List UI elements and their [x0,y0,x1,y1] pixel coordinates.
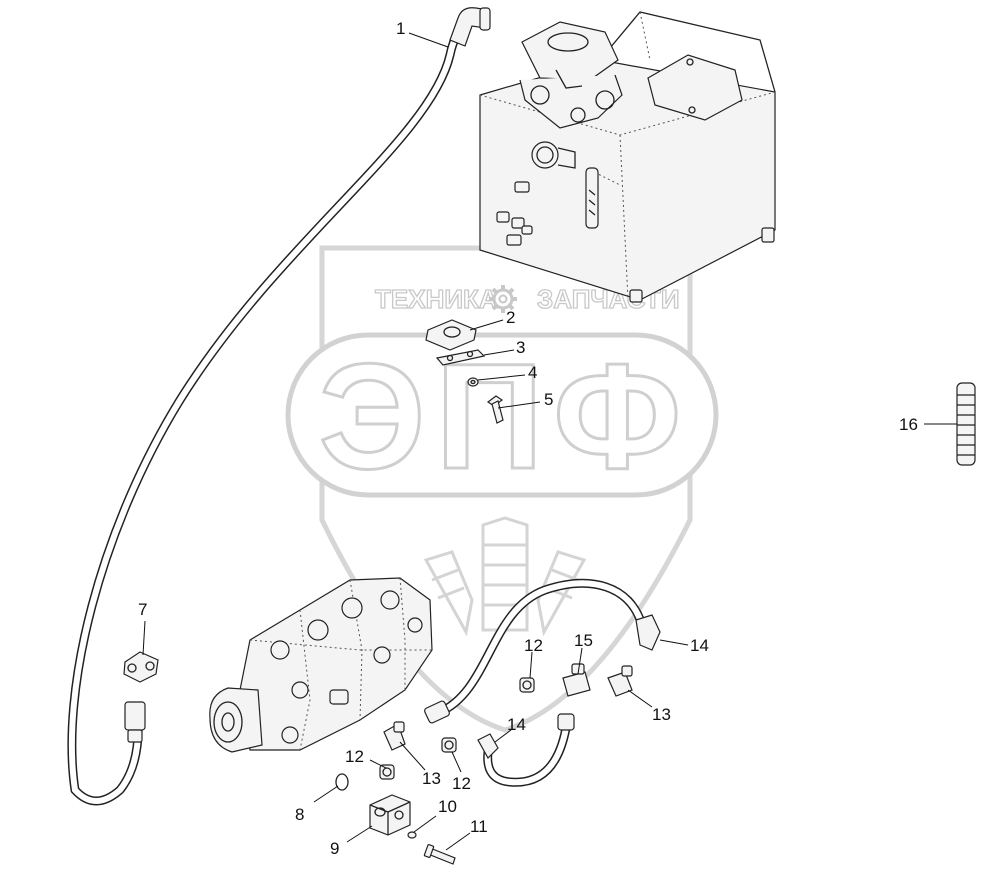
part-10-washer [407,831,417,839]
callout-14-b: 14 [507,715,526,734]
fitting-12-c [441,737,457,753]
part-2-flange-clamp [425,319,477,351]
callout-13-a: 13 [652,705,671,724]
tank-pressure-gauge [531,141,576,169]
part-7-hose-clamp [123,651,159,683]
tank-sight-glass [585,167,599,229]
callout-5: 5 [544,390,553,409]
watermark-logo: ЭПФ [319,332,692,500]
callout-2: 2 [506,308,515,327]
callout-12-a: 12 [524,636,543,655]
callout-10: 10 [438,797,457,816]
gear-icon [489,285,517,313]
callout-15: 15 [574,631,593,650]
part-16-protective-sleeve [956,382,976,466]
hose-1 [67,7,491,806]
hose-14-lower [477,713,575,787]
fitting-13-a-elbow [607,665,633,697]
part-3-plate [435,349,486,366]
part-5-bolt [486,395,504,424]
fitting-12-b [379,764,395,780]
leader-lines [142,32,957,851]
callout-16: 16 [899,415,918,434]
fitting-12-a [519,677,535,693]
callout-8: 8 [295,805,304,824]
watermark-top-left: ТЕХНИКА [375,284,498,314]
hydraulic-pump [209,577,433,753]
callout-1: 1 [396,19,405,38]
callout-labels: 1 2 3 4 5 7 8 9 10 11 12 12 12 13 13 14 … [138,19,918,858]
hose-14-upper [424,579,661,724]
part-11-bolt [423,844,456,865]
callout-14-a: 14 [690,636,709,655]
part-4-washer [467,377,479,387]
callout-12-c: 12 [452,774,471,793]
wheat-icon [423,516,587,637]
fitting-15-tee [562,663,591,697]
callout-12-b: 12 [345,747,364,766]
callout-11: 11 [470,817,488,836]
part-9-block [369,794,411,836]
callout-4: 4 [528,363,537,382]
fitting-13-b-elbow [383,721,406,751]
callout-3: 3 [516,338,525,357]
callout-9: 9 [330,839,339,858]
tank-filter-head [519,21,623,129]
hydraulic-tank [479,11,776,303]
callout-7: 7 [138,600,147,619]
tank-inspection-hatch [647,54,743,121]
tank-fittings [496,181,533,246]
part-8-o-ring [335,773,349,791]
callout-13-b: 13 [422,769,441,788]
